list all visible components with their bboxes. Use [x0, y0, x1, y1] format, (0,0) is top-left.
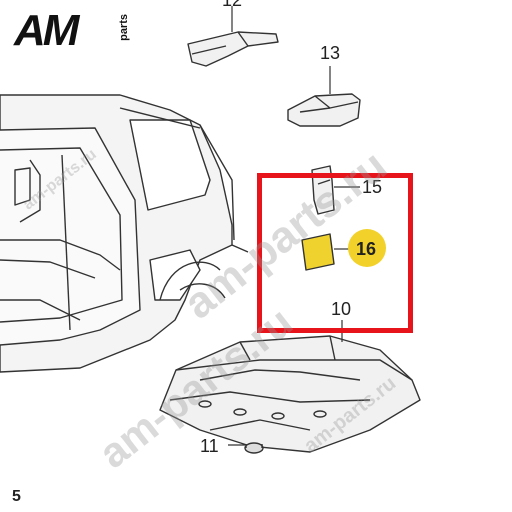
callout-15: 15 [362, 177, 383, 197]
callout-11: 11 [200, 436, 219, 456]
highlight-frame [257, 173, 413, 333]
callout-10: 10 [331, 299, 352, 319]
callout-13: 13 [320, 43, 341, 63]
part-10-floor-tray [159, 335, 421, 453]
vehicle-body-shell [0, 94, 249, 373]
part-13-cover [287, 93, 361, 127]
logo-sub-text: parts [118, 14, 130, 41]
logo-main-text: AM [14, 6, 79, 55]
part-15-clip [311, 165, 335, 215]
part-12-bracket [187, 31, 279, 67]
callout-12: 12 [222, 0, 243, 10]
callout-16-badge [348, 229, 386, 267]
am-parts-logo: AM parts [14, 6, 144, 56]
part-11-plug [244, 442, 264, 454]
callout-16: 16 [356, 239, 377, 259]
part-16-pad [301, 233, 335, 271]
page-number: 5 [12, 488, 21, 505]
